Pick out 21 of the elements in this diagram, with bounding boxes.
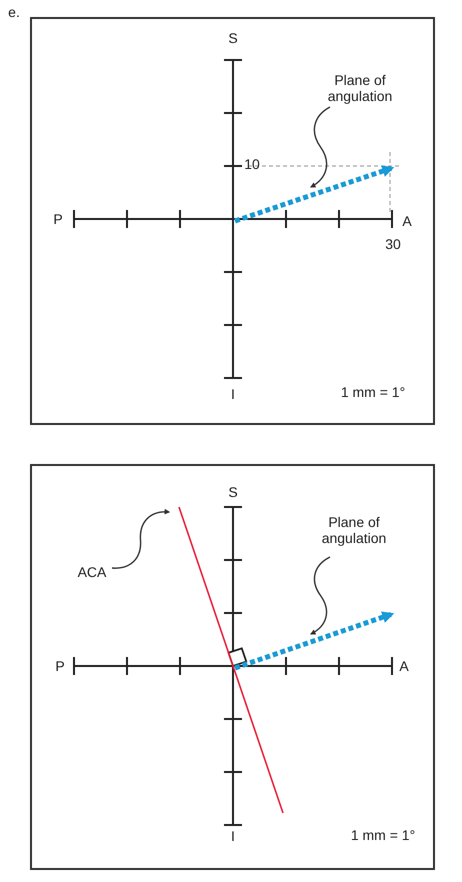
axis-label: A	[402, 214, 412, 228]
axis-label: S	[228, 485, 238, 499]
axis-label: 10	[244, 157, 260, 171]
axis-label: P	[55, 659, 65, 673]
figure-panel	[30, 17, 435, 425]
figure-panel	[30, 464, 435, 870]
axis-label: P	[53, 212, 63, 226]
axis-label: 30	[385, 237, 401, 251]
axis-label: A	[399, 659, 409, 673]
axis-label: 1 mm = 1°	[340, 385, 406, 399]
leader-line	[310, 556, 330, 635]
axis-label: 1 mm = 1°	[350, 828, 416, 842]
axis-label: I	[231, 387, 235, 401]
callout-label: ACA	[72, 564, 112, 580]
leader-line	[310, 106, 330, 188]
axis-label: e.	[8, 5, 20, 19]
axis-label: S	[228, 31, 238, 45]
callout-label: Plane of angulation	[317, 72, 403, 104]
axis-label: I	[231, 829, 235, 843]
callout-label: Plane of angulation	[311, 514, 397, 546]
leader-line	[112, 509, 170, 569]
